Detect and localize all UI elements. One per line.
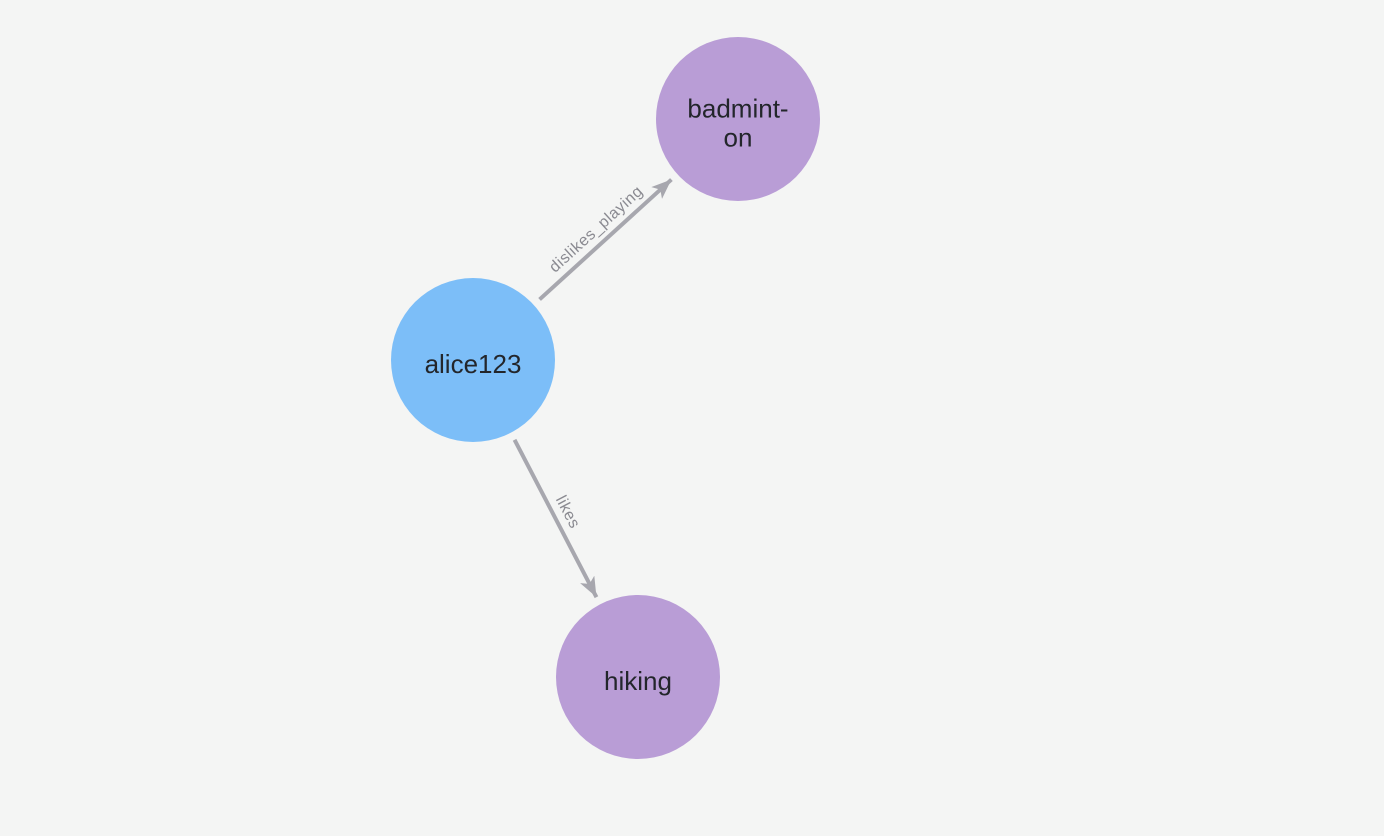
node-circle-hiking[interactable] — [556, 595, 720, 759]
node-hiking[interactable]: hiking — [556, 595, 720, 759]
node-circle-badminton[interactable] — [656, 37, 820, 201]
node-alice123[interactable]: alice123 — [391, 278, 555, 442]
node-badminton[interactable]: badmint-on — [656, 37, 820, 201]
node-circle-alice123[interactable] — [391, 278, 555, 442]
edge-dislikes_playing[interactable] — [538, 178, 673, 301]
edge-likes[interactable] — [512, 438, 599, 599]
